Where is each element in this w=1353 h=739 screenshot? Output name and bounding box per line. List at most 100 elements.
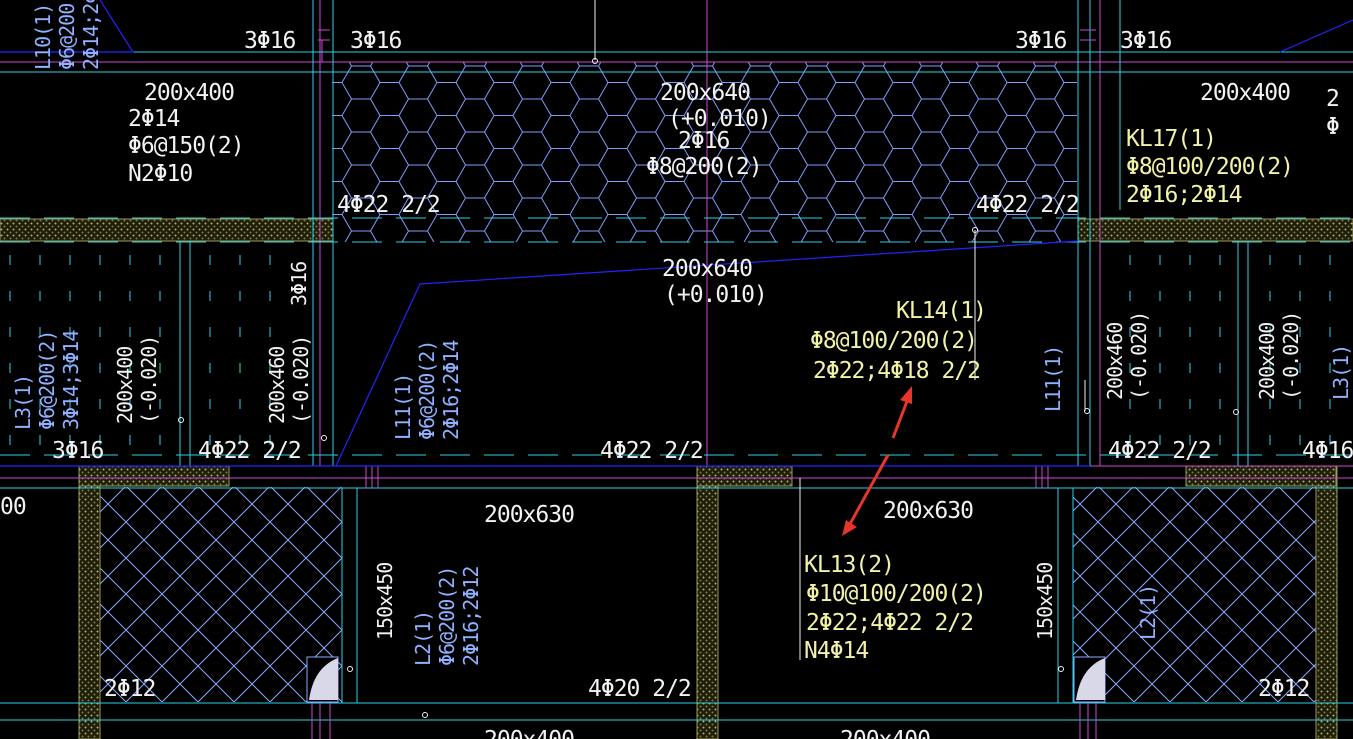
l10-name: L10(1)	[31, 4, 55, 70]
left-v-elev-2: (-0.020)	[289, 336, 313, 424]
kl17-bars: 2Φ16;2Φ14	[1126, 182, 1242, 208]
arrow-to-kl14	[891, 395, 911, 439]
slab-top-elev: (+0.010)	[668, 106, 771, 132]
l2-right-annotation: L2(1)	[1136, 585, 1160, 640]
right-v-size-2: 200x400	[1255, 323, 1279, 400]
top-bar-c: 3Φ16	[1015, 28, 1067, 54]
right-v-elev-2: (-0.020)	[1279, 312, 1303, 400]
kl17-stirrup: Φ8@100/200(2)	[1126, 154, 1293, 180]
wall-col-mid	[696, 465, 719, 739]
arrow-to-kl13	[848, 454, 890, 525]
kl17-edge-2: Φ	[1326, 114, 1339, 140]
l3-right-name: L3(1)	[1329, 345, 1353, 400]
wall-col-left	[78, 465, 101, 739]
kl14-bars: 2Φ22;4Φ18 2/2	[813, 358, 980, 384]
blue-lines	[0, 0, 1353, 467]
kl13-bars: 2Φ22;4Φ22 2/2	[806, 610, 973, 636]
left-v-elev-1: (-0.020)	[137, 336, 161, 424]
red-arrows[interactable]	[842, 386, 912, 536]
wall-band-left	[0, 218, 334, 242]
l11-right-name: L11(1)	[1041, 346, 1065, 412]
top-bar-d: 3Φ16	[1120, 28, 1172, 54]
l3-bars: 3Φ14;3Φ14	[59, 330, 83, 430]
slab-top-bottom-left: 4Φ22 2/2	[337, 192, 440, 218]
slab-top-bars: 2Φ16	[678, 128, 730, 154]
slab-top-stirrup: Φ8@200(2)	[646, 154, 762, 180]
left-mid-bottom-1: 3Φ16	[52, 438, 104, 464]
kl17-name: KL17(1)	[1126, 126, 1216, 152]
column-markers	[306, 656, 1106, 703]
bottom-mid-size: 200x630	[484, 502, 574, 528]
left-vertical-size-1: 200x400 (-0.020)	[113, 336, 161, 424]
right-v-elev-1: (-0.020)	[1127, 312, 1151, 400]
l11-left-name: L11(1)	[391, 374, 415, 440]
left-vertical-bar: 3Φ16	[287, 262, 311, 306]
right-vertical-size-1: 200x460 (-0.020)	[1103, 312, 1151, 400]
top-bar-b: 3Φ16	[350, 28, 402, 54]
kl13-size: 200x630	[883, 498, 973, 524]
cyan-lines	[0, 0, 1353, 721]
wall-band-right	[1077, 218, 1353, 242]
l2-stirrup: Φ6@200(2)	[435, 567, 459, 666]
bottom-mid-v-size: 150x450	[373, 563, 397, 640]
l10-bars: 2Φ14;2Φ14	[79, 0, 103, 70]
left-beam-stirrup: Φ6@150(2)	[128, 133, 244, 159]
bottom-right-bar: 2Φ12	[1258, 676, 1309, 702]
l2-name: L2(1)	[411, 611, 435, 666]
l3-right-annotation: L3(1)	[1329, 345, 1353, 400]
slab-top-size: 200x640	[660, 80, 750, 106]
wall-col-right	[1315, 465, 1338, 739]
bottom-mid-vertical-size: 150x450	[373, 563, 397, 640]
hex-slab-region	[332, 62, 1077, 242]
left-beam-torsion: N2Φ10	[128, 161, 192, 187]
l3-stirrup: Φ6@200(2)	[35, 331, 59, 430]
bottom-right-vertical-size: 150x450	[1033, 563, 1057, 640]
arrow-head-kl14-icon	[900, 386, 912, 404]
l2-annotation: L2(1) Φ6@200(2) 2Φ16;2Φ12	[411, 567, 483, 666]
left-v-size-1: 200x400	[113, 347, 137, 424]
arrow-head-kl13-icon	[842, 520, 857, 536]
wall-ticks	[311, 29, 1097, 739]
mid-beam-bottom: 4Φ22 2/2	[600, 438, 703, 464]
left-beam-top: 2Φ14	[128, 106, 180, 132]
l3-annotation: L3(1) Φ6@200(2) 3Φ14;3Φ14	[11, 330, 83, 430]
bottom-left-edge: 00	[0, 494, 26, 520]
kl14-stirrup: Φ8@100/200(2)	[810, 328, 977, 354]
cross-room-left	[100, 487, 342, 702]
kl17-size: 200x400	[1200, 80, 1290, 106]
leader-lines	[178, 0, 1239, 718]
kl17-edge-1: 2	[1326, 86, 1339, 112]
mid-beam-elev: (+0.010)	[664, 282, 767, 308]
l3-name: L3(1)	[11, 375, 35, 430]
kl14-name: KL14(1)	[896, 298, 986, 324]
l11-left-bars: 2Φ16;2Φ14	[439, 340, 463, 440]
wall-cap-mid	[696, 465, 793, 487]
left-vertical-size-2: 200x460 (-0.020)	[265, 336, 313, 424]
top-bar-a: 3Φ16	[244, 28, 296, 54]
kl13-stirrup: Φ10@100/200(2)	[806, 581, 986, 607]
right-vertical-size-2: 200x400 (-0.020)	[1255, 312, 1303, 400]
mid-beam-size: 200x640	[662, 256, 752, 282]
left-mid-bottom-2: 4Φ22 2/2	[198, 438, 301, 464]
l11-right-annotation: L11(1)	[1041, 346, 1065, 412]
right-mid-bottom-2: 4Φ16	[1302, 438, 1353, 464]
right-v-size-1: 200x460	[1103, 323, 1127, 400]
wall-cap-right	[1185, 465, 1337, 487]
l10-annotation: L10(1) Φ6@200(2) 2Φ14;2Φ14	[31, 0, 103, 70]
slab-top-bottom-right: 4Φ22 2/2	[976, 192, 1079, 218]
l2-bars: 2Φ16;2Φ12	[459, 567, 483, 666]
left-beam-size: 200x400	[144, 80, 234, 106]
cross-room-right	[1073, 487, 1316, 702]
bottom-left-bar: 2Φ12	[104, 676, 155, 702]
wall-cap-left	[78, 465, 230, 487]
kl13-torsion: N4Φ14	[804, 638, 868, 664]
l11-left-stirrup: Φ6@200(2)	[415, 341, 439, 440]
right-mid-bottom-1: 4Φ22 2/2	[1108, 438, 1211, 464]
bottom-right-v-size: 150x450	[1033, 563, 1057, 640]
bottom-edge-label-b: 200x400	[840, 727, 930, 739]
left-v-size-2: 200x460	[265, 347, 289, 424]
left-v-bar: 3Φ16	[287, 262, 311, 306]
l11-left-annotation: L11(1) Φ6@200(2) 2Φ16;2Φ14	[391, 340, 463, 440]
kl13-name: KL13(2)	[804, 552, 894, 578]
